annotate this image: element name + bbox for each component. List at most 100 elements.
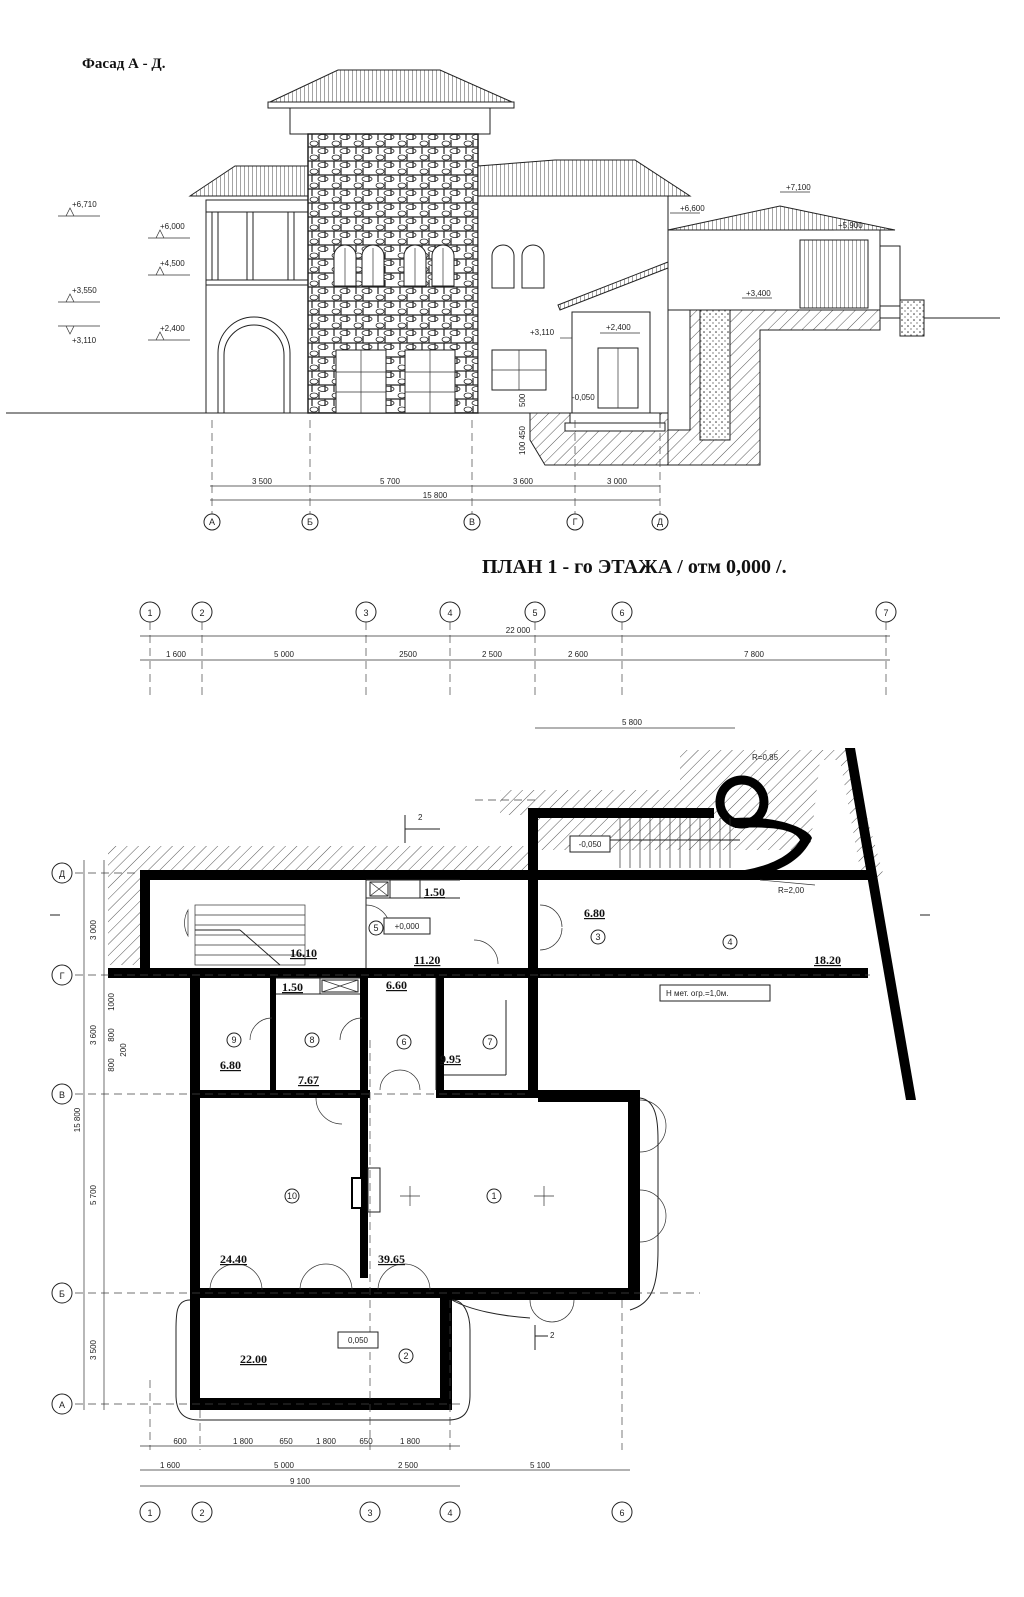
ceiling-markers (400, 1186, 554, 1206)
svg-text:Б: Б (307, 517, 313, 527)
svg-text:4: 4 (447, 1508, 452, 1518)
svg-text:+7,100: +7,100 (786, 183, 811, 192)
svg-text:1 800: 1 800 (400, 1437, 421, 1446)
floor-plan: ПЛАН 1 - го ЭТАЖА / отм 0,000 /. 1 2 3 4… (50, 556, 930, 1523)
svg-text:1 800: 1 800 (233, 1437, 254, 1446)
room-area-8: 7.67 (298, 1073, 319, 1087)
svg-text:600: 600 (173, 1437, 187, 1446)
room-area-5: 11.20 (414, 953, 440, 967)
plan-bottom-axes: 600 1 800 650 1 800 650 1 800 1 600 5 00… (139, 1437, 633, 1523)
svg-text:3: 3 (367, 1508, 372, 1518)
svg-text:500: 500 (518, 393, 527, 407)
room-area-2: 22.00 (240, 1352, 267, 1366)
staircase-interior (194, 904, 306, 966)
left-roof (188, 165, 311, 197)
svg-text:4: 4 (727, 937, 732, 947)
svg-text:1000: 1000 (107, 993, 116, 1011)
svg-text:+6,600: +6,600 (680, 204, 705, 213)
facade-drawing: Фасад А - Д. (6, 56, 1000, 531)
svg-text:800: 800 (107, 1058, 116, 1072)
column (287, 211, 295, 281)
svg-text:-0,050: -0,050 (572, 393, 595, 402)
svg-text:Д: Д (59, 869, 65, 879)
svg-text:6: 6 (401, 1037, 406, 1047)
svg-text:1 600: 1 600 (166, 650, 187, 659)
svg-text:А: А (59, 1400, 65, 1410)
svg-text:+3,110: +3,110 (72, 336, 97, 345)
svg-text:2: 2 (403, 1351, 408, 1361)
garage-door (799, 239, 869, 309)
svg-text:+6,710: +6,710 (72, 200, 97, 209)
earth-hatch (108, 750, 885, 965)
svg-text:9 100: 9 100 (290, 1477, 311, 1486)
svg-text:А: А (209, 517, 215, 527)
svg-text:7: 7 (883, 608, 888, 618)
elevation-markers: +6,710 +6,000 +4,500 +3,550 +3,110 +2,40… (58, 183, 864, 402)
facade-title: Фасад А - Д. (82, 56, 166, 72)
svg-text:Б: Б (59, 1289, 65, 1299)
radius-small: R=0,85 (752, 753, 779, 762)
svg-text:22 000: 22 000 (506, 626, 531, 635)
column (246, 211, 254, 281)
svg-text:3 600: 3 600 (89, 1024, 98, 1045)
svg-text:3 000: 3 000 (89, 919, 98, 940)
svg-text:2: 2 (550, 1331, 555, 1340)
plan-left-axes: Д Г В Б А 3 000 3 600 5 700 3 500 15 800… (51, 860, 128, 1415)
column (211, 211, 219, 281)
plan-title: ПЛАН 1 - го ЭТАЖА / отм 0,000 /. (482, 556, 787, 578)
plumbing-fixtures (321, 881, 389, 993)
radius-large: R=2,00 (778, 886, 805, 895)
svg-text:100 450: 100 450 (518, 426, 527, 455)
svg-text:6: 6 (619, 1508, 624, 1518)
wc-area-mid: 1.50 (282, 980, 303, 994)
railing-note: Н мет. огр.=1,0м. (666, 989, 728, 998)
room-area-10: 24.40 (220, 1252, 247, 1266)
room-area-7: 9.95 (440, 1052, 461, 1066)
svg-text:2 500: 2 500 (482, 650, 503, 659)
svg-text:800: 800 (107, 1028, 116, 1042)
partitions (276, 879, 507, 1090)
bay-outline (629, 1097, 659, 1311)
svg-text:+3,550: +3,550 (72, 286, 97, 295)
svg-text:9: 9 (231, 1035, 236, 1045)
svg-text:2: 2 (418, 813, 423, 822)
svg-text:8: 8 (309, 1035, 314, 1045)
retaining-wall (699, 309, 731, 441)
level-terrace: 0,050 (348, 1336, 369, 1345)
svg-text:2: 2 (199, 1508, 204, 1518)
retaining-wall-hatch (659, 309, 881, 466)
svg-text:1 800: 1 800 (316, 1437, 337, 1446)
svg-text:5 100: 5 100 (530, 1461, 551, 1470)
svg-text:6: 6 (619, 608, 624, 618)
svg-text:1 600: 1 600 (160, 1461, 181, 1470)
svg-text:3 000: 3 000 (607, 477, 628, 486)
svg-text:5: 5 (373, 923, 378, 933)
svg-text:10: 10 (287, 1191, 297, 1201)
svg-text:5: 5 (532, 608, 537, 618)
staircase-exterior: -0,050 (569, 818, 740, 868)
svg-text:2 500: 2 500 (398, 1461, 419, 1470)
svg-text:3 500: 3 500 (252, 477, 273, 486)
level-5: +0,000 (395, 922, 420, 931)
stair-hall-area: 16.10 (290, 946, 317, 960)
room-area-6: 6.60 (386, 978, 407, 992)
svg-text:5 700: 5 700 (89, 1184, 98, 1205)
svg-text:+2,400: +2,400 (160, 324, 185, 333)
facade-axis-bubbles: А Б В Г Д (203, 513, 669, 531)
svg-text:650: 650 (359, 1437, 373, 1446)
svg-text:В: В (469, 517, 475, 527)
section-marks: 2 2 (50, 813, 930, 1350)
svg-text:5 000: 5 000 (274, 1461, 295, 1470)
svg-text:+3,110: +3,110 (530, 328, 555, 337)
svg-text:2500: 2500 (399, 650, 417, 659)
svg-text:В: В (59, 1090, 65, 1100)
tower-doors (335, 349, 456, 414)
svg-text:2: 2 (199, 608, 204, 618)
svg-text:+2,400: +2,400 (606, 323, 631, 332)
tower-windows (333, 244, 455, 287)
svg-text:5 700: 5 700 (380, 477, 401, 486)
room-area-1: 39.65 (378, 1252, 405, 1266)
plan-grid-lines (75, 799, 870, 1450)
svg-text:Д: Д (657, 517, 663, 527)
